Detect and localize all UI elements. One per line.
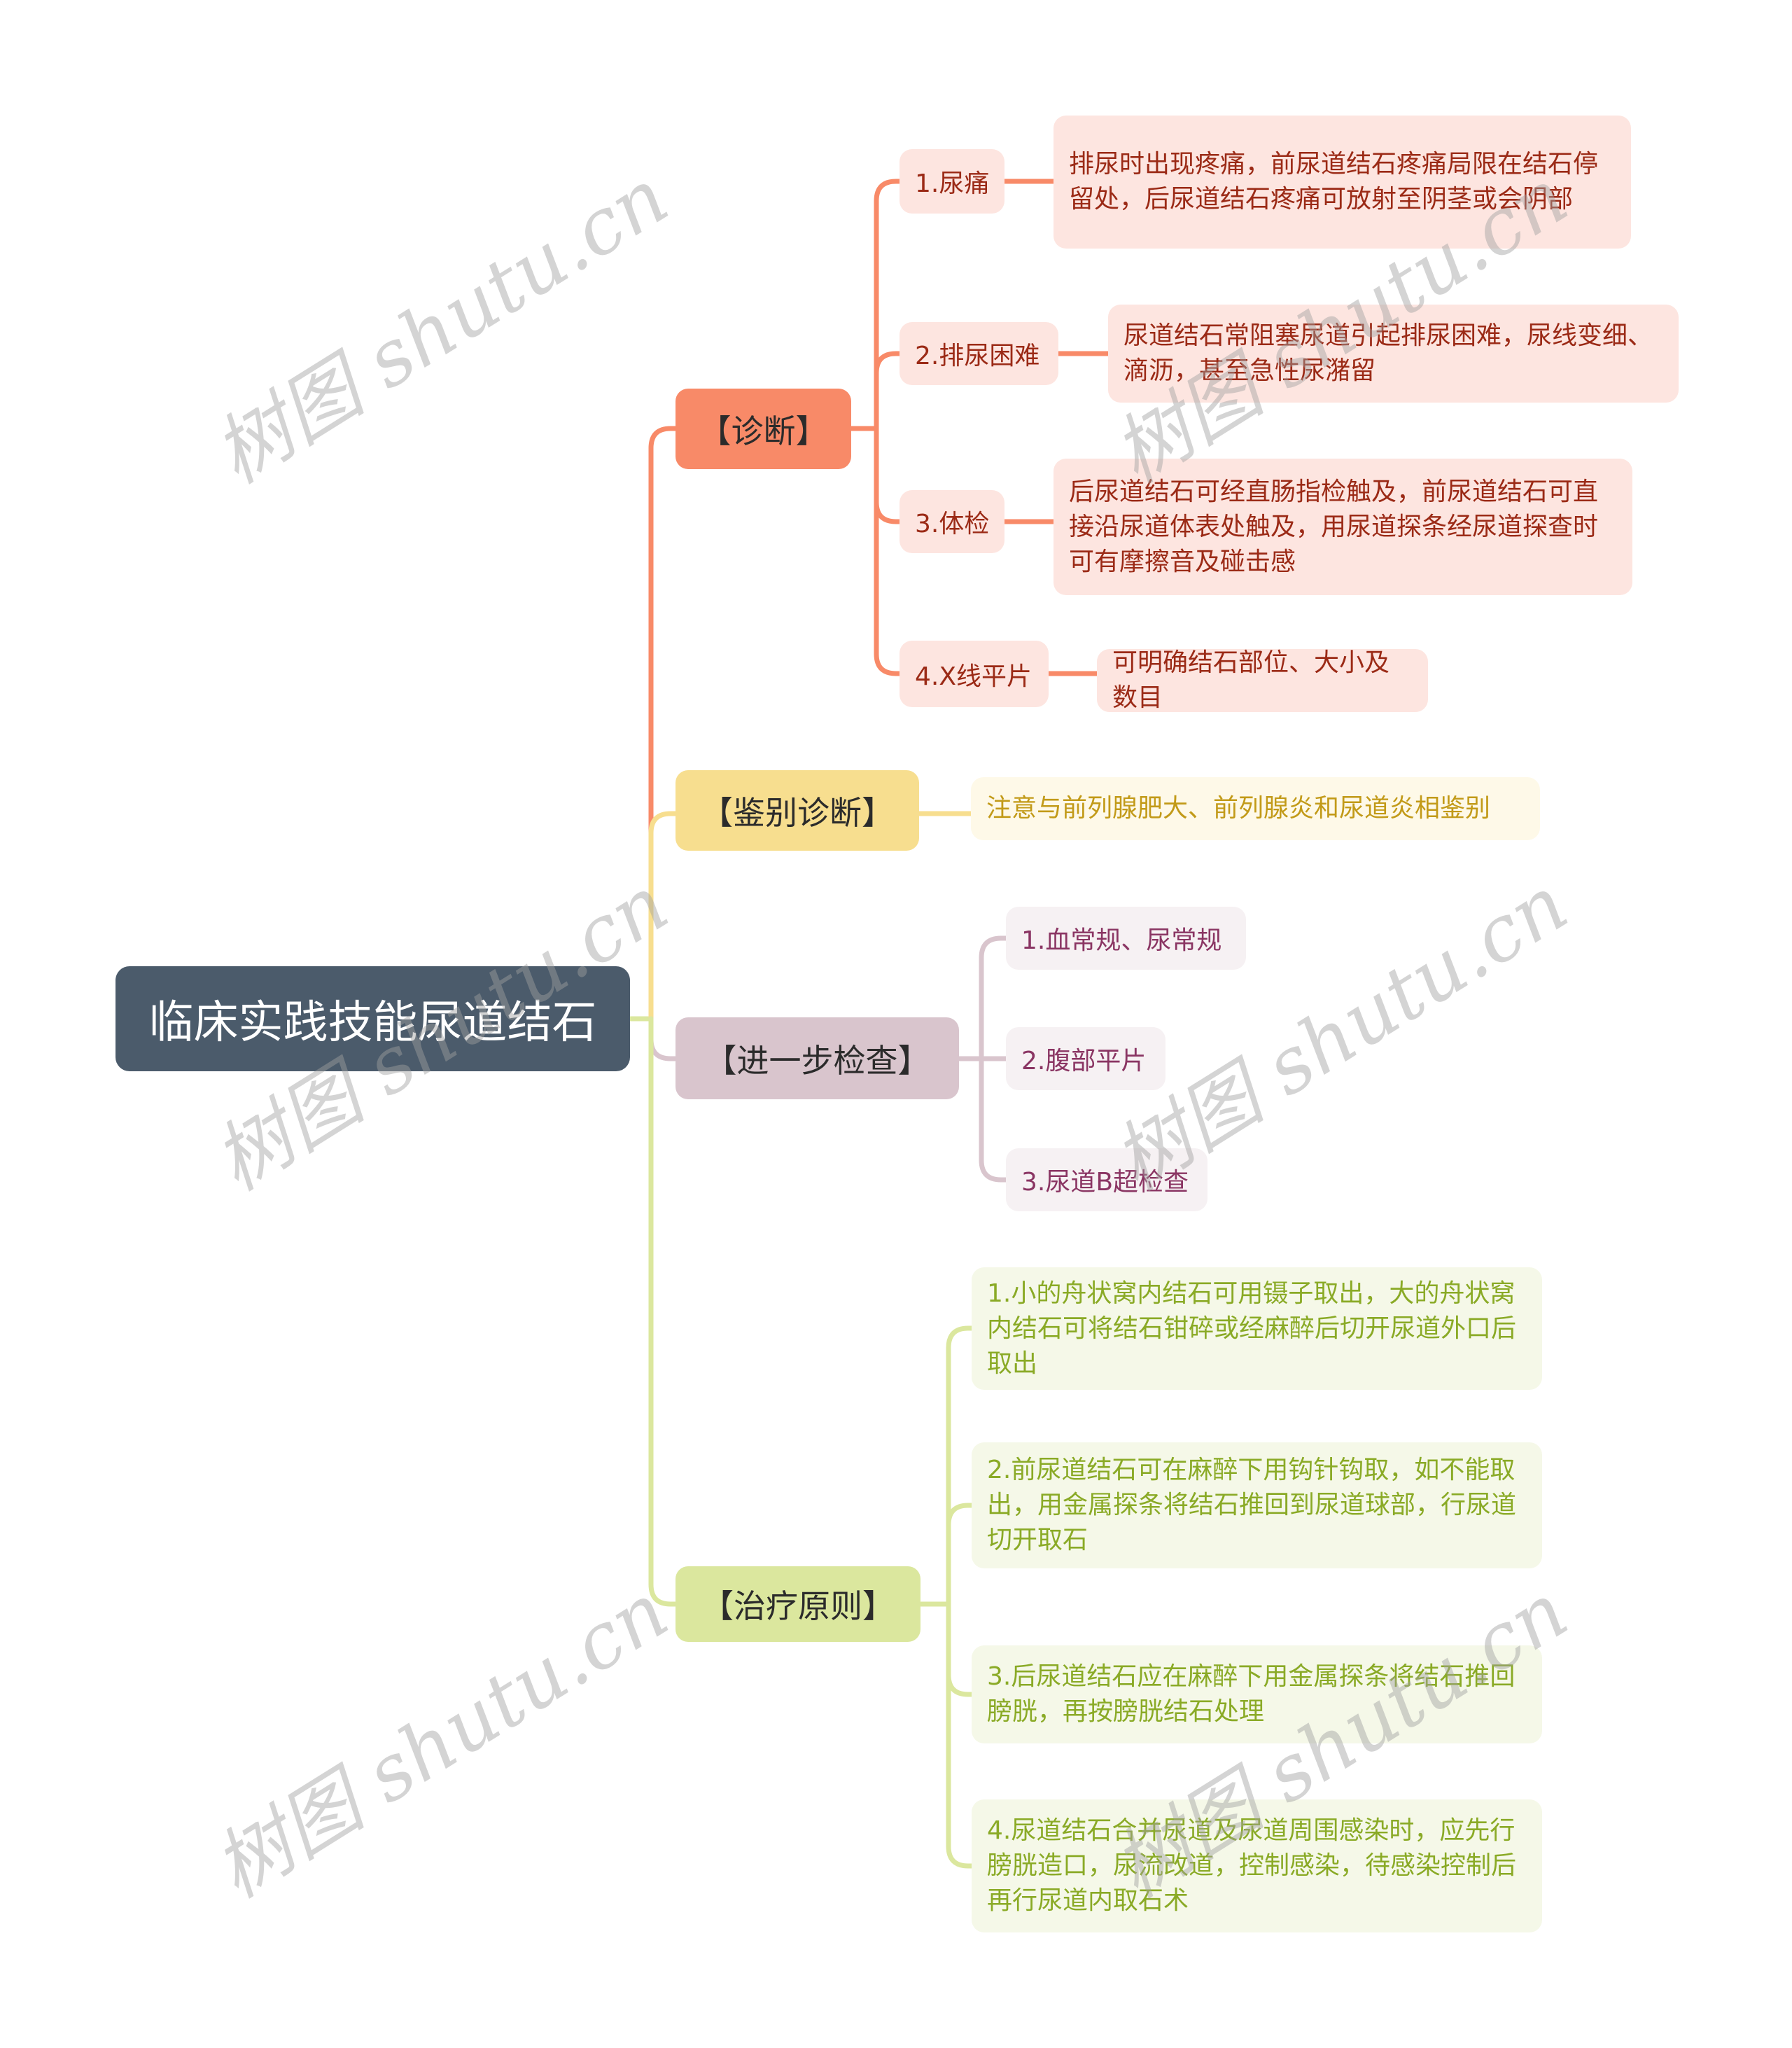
branch-further-exam-label: 【进一步检查】 <box>704 1041 930 1080</box>
item-label: 3.尿道B超检查 <box>1021 1168 1189 1197</box>
branch-differential-label: 【鉴别诊断】 <box>701 793 894 832</box>
item-label: 2.排尿困难 <box>915 342 1040 370</box>
item-label: 3.体检 <box>915 510 990 538</box>
detail-text: 1.小的舟状窝内结石可用镊子取出，大的舟状窝内结石可将结石钳碎或经麻醉后切开尿道… <box>987 1279 1517 1378</box>
branch-differential-diagnosis[interactable]: 【鉴别诊断】 <box>676 770 919 851</box>
treatment-item-2[interactable]: 2.前尿道结石可在麻醉下用钩针钩取，如不能取出，用金属探条将结石推回到尿道球部，… <box>972 1442 1542 1568</box>
treatment-item-1[interactable]: 1.小的舟状窝内结石可用镊子取出，大的舟状窝内结石可将结石钳碎或经麻醉后切开尿道… <box>972 1267 1542 1390</box>
detail-text: 后尿道结石可经直肠指检触及，前尿道结石可直接沿尿道体表处触及，用尿道探条经尿道探… <box>1069 477 1599 576</box>
branch-diagnosis[interactable]: 【诊断】 <box>676 389 851 469</box>
detail-text: 3.后尿道结石应在麻醉下用金属探条将结石推回膀胱，再按膀胱结石处理 <box>987 1662 1516 1726</box>
item-label: 1.血常规、尿常规 <box>1021 926 1222 955</box>
diagnosis-detail-dysuria[interactable]: 尿道结石常阻塞尿道引起排尿困难，尿线变细、滴沥，甚至急性尿潴留 <box>1108 305 1679 403</box>
branch-treatment[interactable]: 【治疗原则】 <box>676 1566 920 1642</box>
diagnosis-detail-physical-exam[interactable]: 后尿道结石可经直肠指检触及，前尿道结石可直接沿尿道体表处触及，用尿道探条经尿道探… <box>1054 459 1632 595</box>
detail-text: 尿道结石常阻塞尿道引起排尿困难，尿线变细、滴沥，甚至急性尿潴留 <box>1124 321 1653 385</box>
diagnosis-item-physical-exam[interactable]: 3.体检 <box>899 490 1004 553</box>
exam-item-blood-urine[interactable]: 1.血常规、尿常规 <box>1006 907 1246 970</box>
branch-further-exam[interactable]: 【进一步检查】 <box>676 1017 959 1099</box>
branch-diagnosis-label: 【诊断】 <box>699 412 828 450</box>
exam-item-ultrasound[interactable]: 3.尿道B超检查 <box>1006 1148 1208 1211</box>
item-label: 4.X线平片 <box>915 662 1032 691</box>
detail-text: 排尿时出现疼痛，前尿道结石疼痛局限在结石停留处，后尿道结石疼痛可放射至阴茎或会阴… <box>1069 150 1599 214</box>
treatment-item-4[interactable]: 4.尿道结石合并尿道及尿道周围感染时，应先行膀胱造口，尿流改道，控制感染，待感染… <box>972 1799 1542 1932</box>
root-node[interactable]: 临床实践技能尿道结石 <box>115 966 630 1071</box>
diagnosis-item-xray[interactable]: 4.X线平片 <box>899 641 1049 707</box>
diagnosis-detail-xray[interactable]: 可明确结石部位、大小及数目 <box>1097 648 1428 712</box>
detail-text: 可明确结石部位、大小及数目 <box>1112 648 1390 712</box>
differential-detail[interactable]: 注意与前列腺肥大、前列腺炎和尿道炎相鉴别 <box>971 777 1540 840</box>
detail-text: 2.前尿道结石可在麻醉下用钩针钩取，如不能取出，用金属探条将结石推回到尿道球部，… <box>987 1456 1517 1554</box>
diagnosis-detail-urethral-pain[interactable]: 排尿时出现疼痛，前尿道结石疼痛局限在结石停留处，后尿道结石疼痛可放射至阴茎或会阴… <box>1054 116 1631 249</box>
branch-treatment-label: 【治疗原则】 <box>701 1587 895 1625</box>
treatment-item-3[interactable]: 3.后尿道结石应在麻醉下用金属探条将结石推回膀胱，再按膀胱结石处理 <box>972 1645 1542 1743</box>
item-label: 1.尿痛 <box>915 169 990 198</box>
diagnosis-item-dysuria[interactable]: 2.排尿困难 <box>899 322 1058 385</box>
exam-item-abdominal-film[interactable]: 2.腹部平片 <box>1006 1027 1166 1090</box>
item-label: 2.腹部平片 <box>1021 1047 1147 1075</box>
detail-text: 注意与前列腺肥大、前列腺炎和尿道炎相鉴别 <box>986 794 1491 823</box>
root-title: 临床实践技能尿道结石 <box>148 997 597 1049</box>
detail-text: 4.尿道结石合并尿道及尿道周围感染时，应先行膀胱造口，尿流改道，控制感染，待感染… <box>987 1816 1517 1915</box>
diagnosis-item-urethral-pain[interactable]: 1.尿痛 <box>899 149 1004 214</box>
